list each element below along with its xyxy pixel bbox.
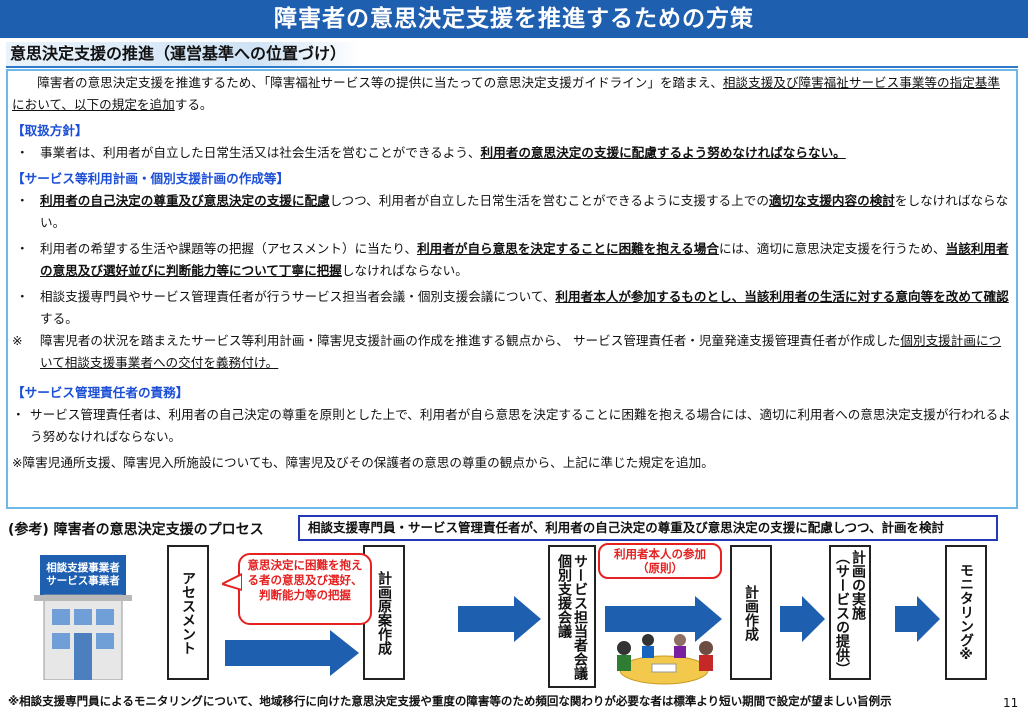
text-span: サービス管理責任者は、利用者の自己決定の尊重を原則とした上で、利用者が自ら意思を… <box>30 407 1011 444</box>
text-span: 利用者の希望する生活や課題等の把握（アセスメント）に当たり、 <box>40 241 418 256</box>
bullet-mark: ・ <box>16 145 29 160</box>
emphasis-span: 利用者の自己決定の尊重及び意思決定の支援に配慮 <box>40 193 330 208</box>
emphasis-span: 利用者が自ら意思を決定することに困難を抱える場合 <box>417 241 719 256</box>
emphasis-span: 当該利用者の意思及び選好並びに判断能力等について丁寧に把握 <box>40 241 1009 278</box>
page-title: 障害者の意思決定支援を推進するための方策 <box>0 0 1028 38</box>
step-monitoring: モニタリング※ <box>945 545 987 680</box>
planning-item-1: ・利用者の自己決定の尊重及び意思決定の支援に配慮しつつ、利用者が自立した日常生活… <box>12 190 1012 234</box>
step-assessment: アセスメント <box>167 545 209 680</box>
process-label: (参考) 障害者の意思決定支援のプロセス <box>8 522 264 538</box>
planning-note: ※ 障害児者の状況を踏まえたサービス等利用計画・障害児支援計画の作成を推進する観点… <box>12 330 1012 374</box>
text-span: 障害児者の状況を踏まえたサービス等利用計画・障害児支援計画の作成を推進する観点か… <box>40 333 901 348</box>
main-body: 障害者の意思決定支援を推進するため、「障害福祉サービス等の提供に当たっての意思決… <box>12 72 1012 474</box>
arrow-right-icon <box>780 596 825 642</box>
callout-pointer <box>222 572 242 592</box>
text-span: には、適切に意思決定支援を行うため、 <box>718 241 946 256</box>
step-meeting: サービス担当者会議 個別支援会議 <box>548 545 596 688</box>
note-mark: ※ <box>12 333 23 348</box>
bullet-mark: ・ <box>12 407 25 422</box>
building-sign: 相談支援事業者 サービス事業者 <box>40 562 126 588</box>
arrow-right-icon <box>605 596 722 642</box>
main-content-box <box>6 69 1018 509</box>
participation-callout: 利用者本人の参加 （原則） <box>598 543 722 579</box>
bullet-mark: ・ <box>16 289 29 304</box>
planning-item-3: ・相談支援専門員やサービス管理責任者が行うサービス担当者会議・個別支援会議につい… <box>12 286 1012 330</box>
building-sign-line-2: サービス事業者 <box>46 575 120 587</box>
footer-note: ※相談支援専門員によるモニタリングについて、地域移行に向けた意思決定支援や重度の… <box>8 694 892 708</box>
page-number: 11 <box>1003 696 1019 710</box>
arrow-right-icon <box>458 596 541 642</box>
step-label: アセスメント <box>180 570 196 655</box>
text-span: しなければならない。 <box>341 263 468 278</box>
section-header-rule <box>6 66 1018 68</box>
underlined-span: 個別支援計画について相談支援事業者への交付を義務付け。 <box>40 333 1002 370</box>
text-span: しつつ、利用者が自立した日常生活を営むことができるように支援する上での <box>329 193 769 208</box>
emphasis-span: 利用者本人が参加するものとし、当該利用者の生活に対する意向等を改めて確認 <box>555 289 1009 304</box>
emphasis-span: 利用者の意思決定の支援に配慮するよう努めなければならない。 <box>480 145 846 160</box>
intro-end: する。 <box>174 97 213 112</box>
building-sign-line-1: 相談支援事業者 <box>46 562 120 574</box>
emphasis-span: 適切な支援内容の検討 <box>768 193 895 208</box>
bullet-mark: ・ <box>16 241 29 256</box>
text-span: 相談支援専門員やサービス管理責任者が行うサービス担当者会議・個別支援会議について… <box>40 289 556 304</box>
step-plan-creation: 計画作成 <box>730 545 772 680</box>
office-building-illustration <box>34 555 132 681</box>
heading-service-manager: 【サービス管理責任者の責務】 <box>12 385 189 400</box>
heading-planning: 【サービス等利用計画・個別支援計画の作成等】 <box>12 171 290 186</box>
step-label: サービス担当者会議 個別支援会議 <box>556 553 588 680</box>
arrow-right-icon <box>895 596 940 642</box>
step-implementation: 計画の実施 （サービスの提供） <box>829 545 871 680</box>
planning-item-2: ・利用者の希望する生活や課題等の把握（アセスメント）に当たり、利用者が自ら意思を… <box>12 238 1012 282</box>
step-label: 計画の実施 （サービスの提供） <box>834 549 866 676</box>
text-span: をしなければならない。 <box>40 193 1009 230</box>
service-manager-item: ・サービス管理責任者は、利用者の自己決定の尊重を原則とした上で、利用者が自ら意思… <box>12 404 1012 448</box>
closing-note: ※障害児通所支援、障害児入所施設についても、障害児及びその保護者の意思の尊重の観… <box>12 455 714 470</box>
assessment-callout: 意思決定に困難を抱える者の意思及び選好、判断能力等の把握 <box>238 553 372 625</box>
section-header: 意思決定支援の推進（運営基準への位置づけ） <box>6 42 361 66</box>
intro-paragraph: 障害者の意思決定支援を推進するため、「障害福祉サービス等の提供に当たっての意思決… <box>12 72 1012 116</box>
text-span: 事業者は、利用者が自立した日常生活又は社会生活を営むことができるよう、 <box>40 145 481 160</box>
bullet-mark: ・ <box>16 193 29 208</box>
arrow-right-icon <box>225 630 359 676</box>
step-label: 計画原案作成 <box>376 570 392 655</box>
step-label: モニタリング※ <box>958 562 974 663</box>
process-summary-box: 相談支援専門員・サービス管理責任者が、利用者の自己決定の尊重及び意思決定の支援に… <box>298 515 998 541</box>
step-label: 計画作成 <box>743 584 759 641</box>
intro-underlined: 相談支援及び障害福祉サービス事業等の指定基準において、以下の規定を追加 <box>12 75 1000 112</box>
meeting-illustration <box>617 634 713 685</box>
heading-handling-policy: 【取扱方針】 <box>12 123 88 138</box>
text-span: する。 <box>40 311 78 326</box>
intro-text: 障害者の意思決定支援を推進するため、「障害福祉サービス等の提供に当たっての意思決… <box>37 75 723 90</box>
handling-policy-item: ・事業者は、利用者が自立した日常生活又は社会生活を営むことができるよう、利用者の… <box>12 142 1012 164</box>
